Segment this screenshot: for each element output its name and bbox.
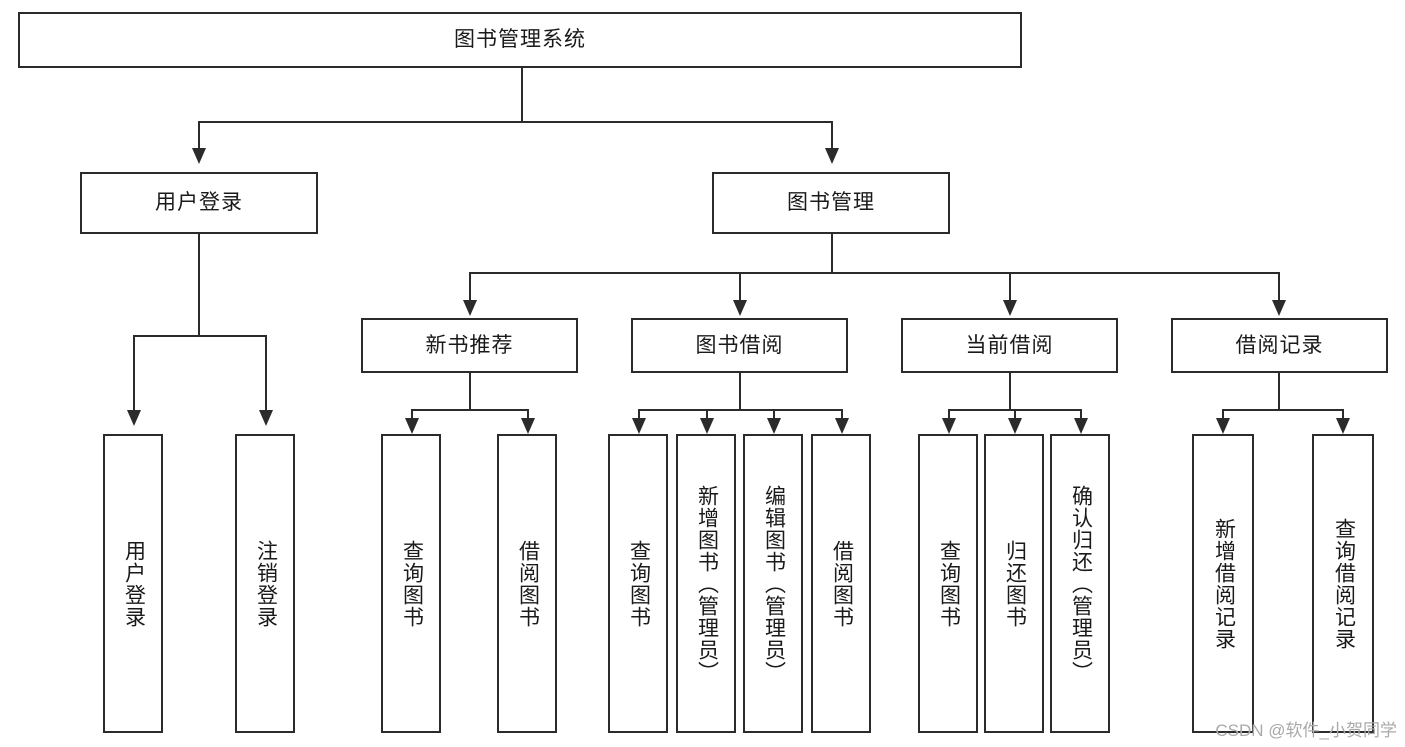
node-current-borrow[interactable]: 当前借阅	[901, 318, 1118, 373]
node-user-login-label: 用户登录	[155, 191, 243, 215]
connector-book-borrow-stem	[739, 373, 741, 410]
node-new-book-rec[interactable]: 新书推荐	[361, 318, 578, 373]
node-leaf-borrow-borrow-book[interactable]: 借阅图书	[811, 434, 871, 733]
arrow-root-to-book-manage	[825, 148, 839, 164]
connector-borrow-record-bus	[1222, 409, 1342, 411]
node-leaf-borrow-borrow-book-label: 借阅图书	[830, 539, 854, 628]
node-leaf-rec-query-book[interactable]: 查询图书	[381, 434, 441, 733]
connector-borrow-record-stem	[1278, 373, 1280, 410]
arrow-user-login-to-leaf1	[127, 410, 141, 426]
node-book-borrow[interactable]: 图书借阅	[631, 318, 848, 373]
node-leaf-borrow-add-book-label: 新增图书（管理员）	[695, 484, 719, 683]
connector-new-book-rec-bus	[411, 409, 529, 411]
node-leaf-user-login[interactable]: 用户登录	[103, 434, 163, 733]
connector-book-manage-to-book-borrow	[739, 272, 741, 304]
node-leaf-cur-query-book[interactable]: 查询图书	[918, 434, 978, 733]
arrow-book-borrow-to-leaf3	[767, 418, 781, 434]
arrow-root-to-user-login	[192, 148, 206, 164]
connector-book-borrow-to-leaf4	[841, 409, 843, 421]
connector-user-login-to-leaf1	[133, 335, 135, 413]
node-leaf-rec-borrow-book[interactable]: 借阅图书	[497, 434, 557, 733]
node-borrow-record-label: 借阅记录	[1235, 333, 1324, 357]
arrow-book-borrow-to-leaf4	[835, 418, 849, 434]
connector-current-borrow-to-leaf1	[948, 409, 950, 421]
arrow-current-borrow-to-leaf1	[942, 418, 956, 434]
arrow-new-book-rec-to-leaf1	[405, 418, 419, 434]
arrow-current-borrow-to-leaf3	[1074, 418, 1088, 434]
node-book-borrow-label: 图书借阅	[695, 333, 784, 357]
connector-new-book-rec-to-leaf2	[527, 409, 529, 421]
connector-book-borrow-to-leaf3	[773, 409, 775, 421]
node-book-manage[interactable]: 图书管理	[712, 172, 950, 234]
node-leaf-user-logout[interactable]: 注销登录	[235, 434, 295, 733]
csdn-watermark: CSDN @软件_小贺同学	[1215, 721, 1397, 740]
node-leaf-cur-confirm-return[interactable]: 确认归还（管理员）	[1050, 434, 1110, 733]
node-leaf-user-login-label: 用户登录	[122, 539, 146, 628]
node-leaf-borrow-query-book[interactable]: 查询图书	[608, 434, 668, 733]
node-leaf-rec-query-book-label: 查询图书	[400, 539, 424, 628]
connector-book-borrow-bus	[638, 409, 841, 411]
node-leaf-rec-query-record[interactable]: 查询借阅记录	[1312, 434, 1374, 733]
arrow-new-book-rec-to-leaf2	[521, 418, 535, 434]
arrow-book-manage-to-book-borrow	[733, 300, 747, 316]
node-current-borrow-label: 当前借阅	[965, 333, 1054, 357]
node-leaf-borrow-edit-book-label: 编辑图书（管理员）	[762, 484, 786, 683]
connector-book-borrow-to-leaf2	[706, 409, 708, 421]
connector-current-borrow-to-leaf2	[1014, 409, 1016, 421]
node-leaf-rec-add-record-label: 新增借阅记录	[1212, 517, 1236, 650]
node-user-login[interactable]: 用户登录	[80, 172, 318, 234]
arrow-borrow-record-to-leaf2	[1336, 418, 1350, 434]
node-leaf-rec-query-record-label: 查询借阅记录	[1332, 517, 1356, 650]
node-root[interactable]: 图书管理系统	[18, 12, 1022, 68]
connector-borrow-record-to-leaf1	[1222, 409, 1224, 421]
arrow-book-borrow-to-leaf1	[632, 418, 646, 434]
connector-book-manage-to-borrow-record	[1278, 272, 1280, 304]
connector-new-book-rec-to-leaf1	[411, 409, 413, 421]
node-leaf-borrow-query-book-label: 查询图书	[627, 539, 651, 628]
connector-current-borrow-stem	[1009, 373, 1011, 410]
arrow-book-manage-to-borrow-record	[1272, 300, 1286, 316]
arrow-book-borrow-to-leaf2	[700, 418, 714, 434]
node-leaf-cur-confirm-return-label: 确认归还（管理员）	[1069, 484, 1093, 683]
connector-root-bus	[198, 121, 833, 123]
connector-borrow-record-to-leaf2	[1342, 409, 1344, 421]
connector-root-stem	[521, 68, 523, 122]
connector-user-login-bus	[133, 335, 265, 337]
connector-book-borrow-to-leaf1	[638, 409, 640, 421]
connector-user-login-stem	[198, 234, 200, 336]
node-leaf-borrow-edit-book[interactable]: 编辑图书（管理员）	[743, 434, 803, 733]
connector-new-book-rec-stem	[469, 373, 471, 410]
arrow-current-borrow-to-leaf2	[1008, 418, 1022, 434]
arrow-book-manage-to-current-borrow	[1003, 300, 1017, 316]
connector-root-to-user-login	[198, 121, 200, 151]
node-leaf-rec-borrow-book-label: 借阅图书	[516, 539, 540, 628]
arrow-borrow-record-to-leaf1	[1216, 418, 1230, 434]
node-leaf-cur-query-book-label: 查询图书	[937, 539, 961, 628]
connector-current-borrow-to-leaf3	[1080, 409, 1082, 421]
arrow-book-manage-to-new-book-rec	[463, 300, 477, 316]
node-leaf-user-logout-label: 注销登录	[254, 539, 278, 628]
node-book-manage-label: 图书管理	[787, 191, 875, 215]
connector-book-manage-stem	[831, 234, 833, 273]
connector-user-login-to-leaf2	[265, 335, 267, 413]
node-leaf-borrow-add-book[interactable]: 新增图书（管理员）	[676, 434, 736, 733]
connector-root-to-book-manage	[831, 121, 833, 151]
connector-book-manage-to-current-borrow	[1009, 272, 1011, 304]
connector-book-manage-bus	[469, 272, 1279, 274]
node-borrow-record[interactable]: 借阅记录	[1171, 318, 1388, 373]
node-leaf-rec-add-record[interactable]: 新增借阅记录	[1192, 434, 1254, 733]
node-new-book-rec-label: 新书推荐	[425, 333, 514, 357]
node-leaf-cur-return-book[interactable]: 归还图书	[984, 434, 1044, 733]
arrow-user-login-to-leaf2	[259, 410, 273, 426]
node-root-label: 图书管理系统	[454, 28, 586, 52]
node-leaf-cur-return-book-label: 归还图书	[1003, 539, 1027, 628]
connector-book-manage-to-new-book-rec	[469, 272, 471, 304]
